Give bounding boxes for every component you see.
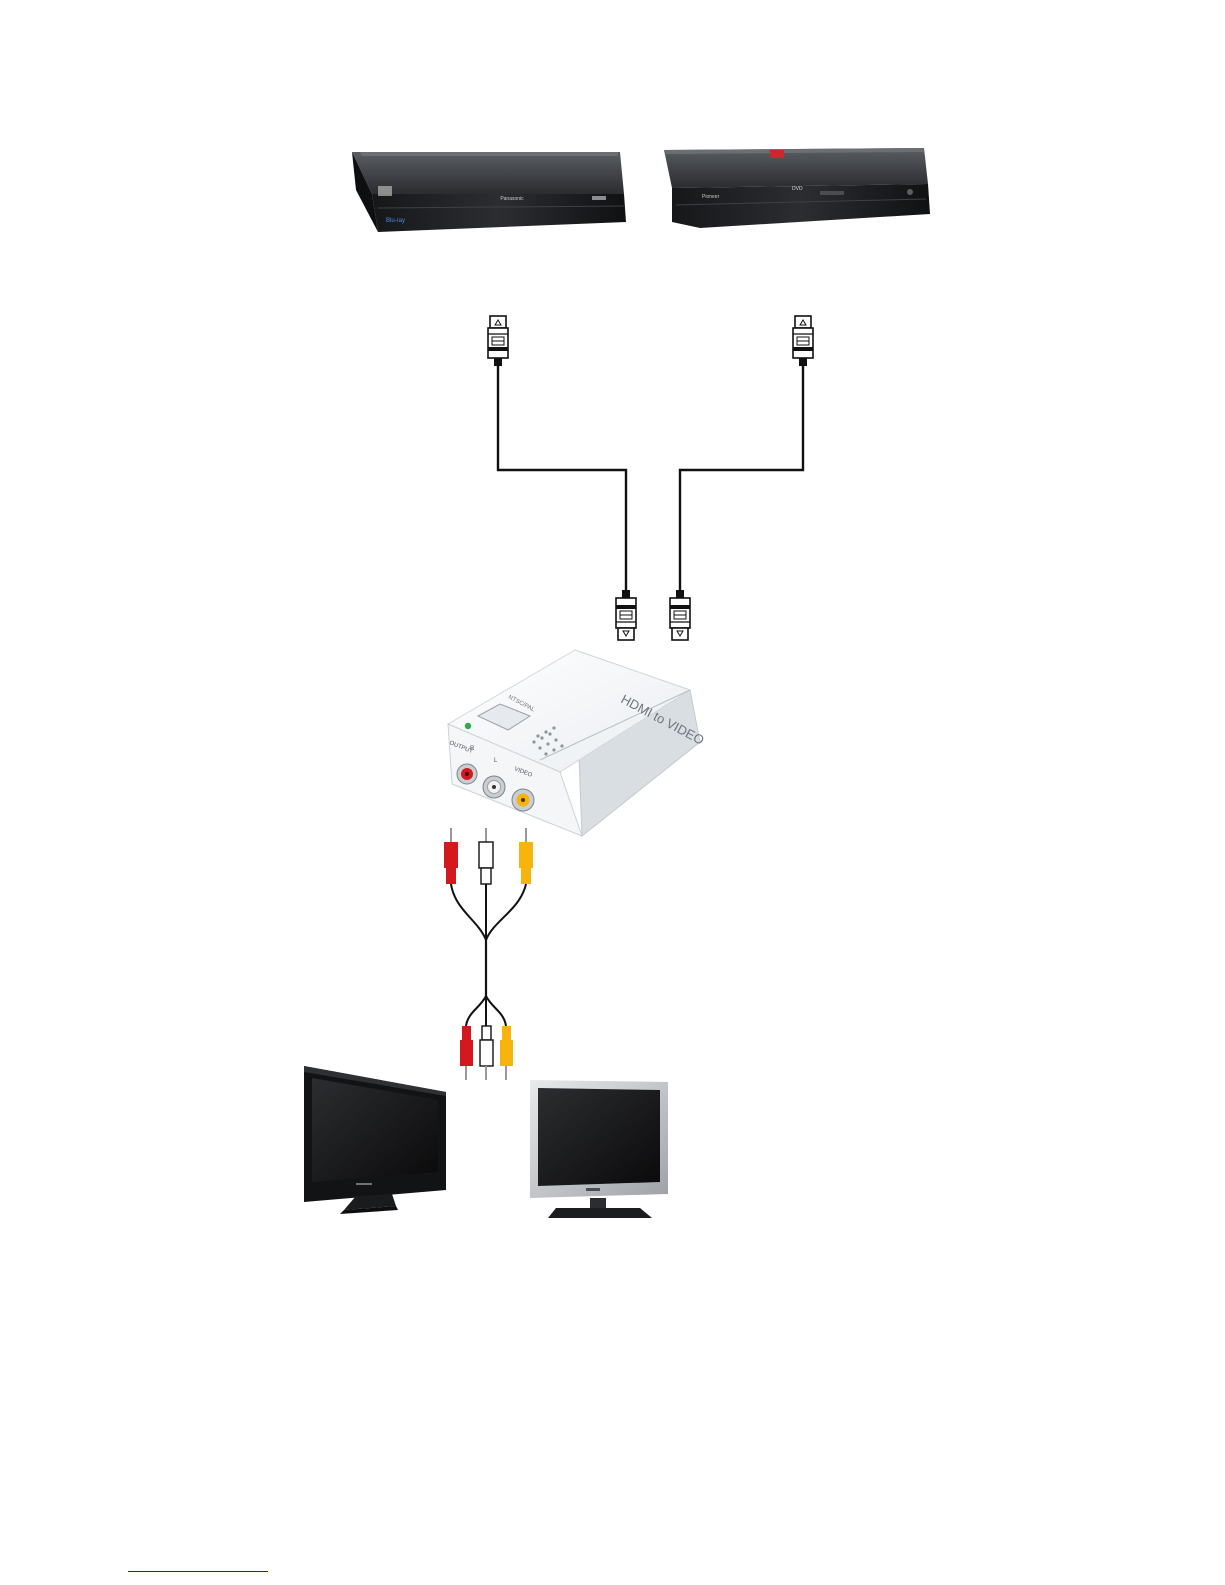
computer-monitor xyxy=(530,1080,668,1218)
rca-jack-white xyxy=(483,776,505,798)
footer-underline-link[interactable] xyxy=(128,1571,268,1572)
rca-plug-icon xyxy=(480,1026,493,1080)
converter-r-label: R xyxy=(470,746,475,752)
hdmi-to-video-converter: HDMI to VIDEO NTSC/PAL OUTPUT R L VIDEO xyxy=(448,650,707,836)
rca-jack-red xyxy=(457,764,477,784)
rca-plug-icon xyxy=(519,828,533,884)
rca-cable xyxy=(444,828,533,1080)
hdmi-cable-right xyxy=(670,316,813,640)
rca-jack-yellow xyxy=(512,789,534,811)
hdmi-plug-icon xyxy=(793,316,813,366)
dvd-disc-logo: DVD xyxy=(792,186,803,192)
rca-plug-icon xyxy=(460,1026,473,1080)
dvd-player: Pioneer DVD xyxy=(664,148,930,228)
dvd-brand-label: Pioneer xyxy=(702,194,720,200)
hdmi-plug-icon xyxy=(616,590,636,640)
hdmi-plug-icon xyxy=(670,590,690,640)
hdmi-plug-icon xyxy=(488,316,508,366)
bluray-brand-label: Panasonic xyxy=(500,196,524,202)
bluray-disc-logo: Blu-ray xyxy=(386,218,405,224)
rca-plug-icon xyxy=(500,1026,513,1080)
hdmi-cable-left xyxy=(488,316,636,640)
rca-plug-icon xyxy=(444,828,458,884)
lcd-tv xyxy=(304,1066,446,1214)
rca-plug-icon xyxy=(479,828,493,884)
bluray-player: Panasonic Blu-ray xyxy=(352,152,626,232)
